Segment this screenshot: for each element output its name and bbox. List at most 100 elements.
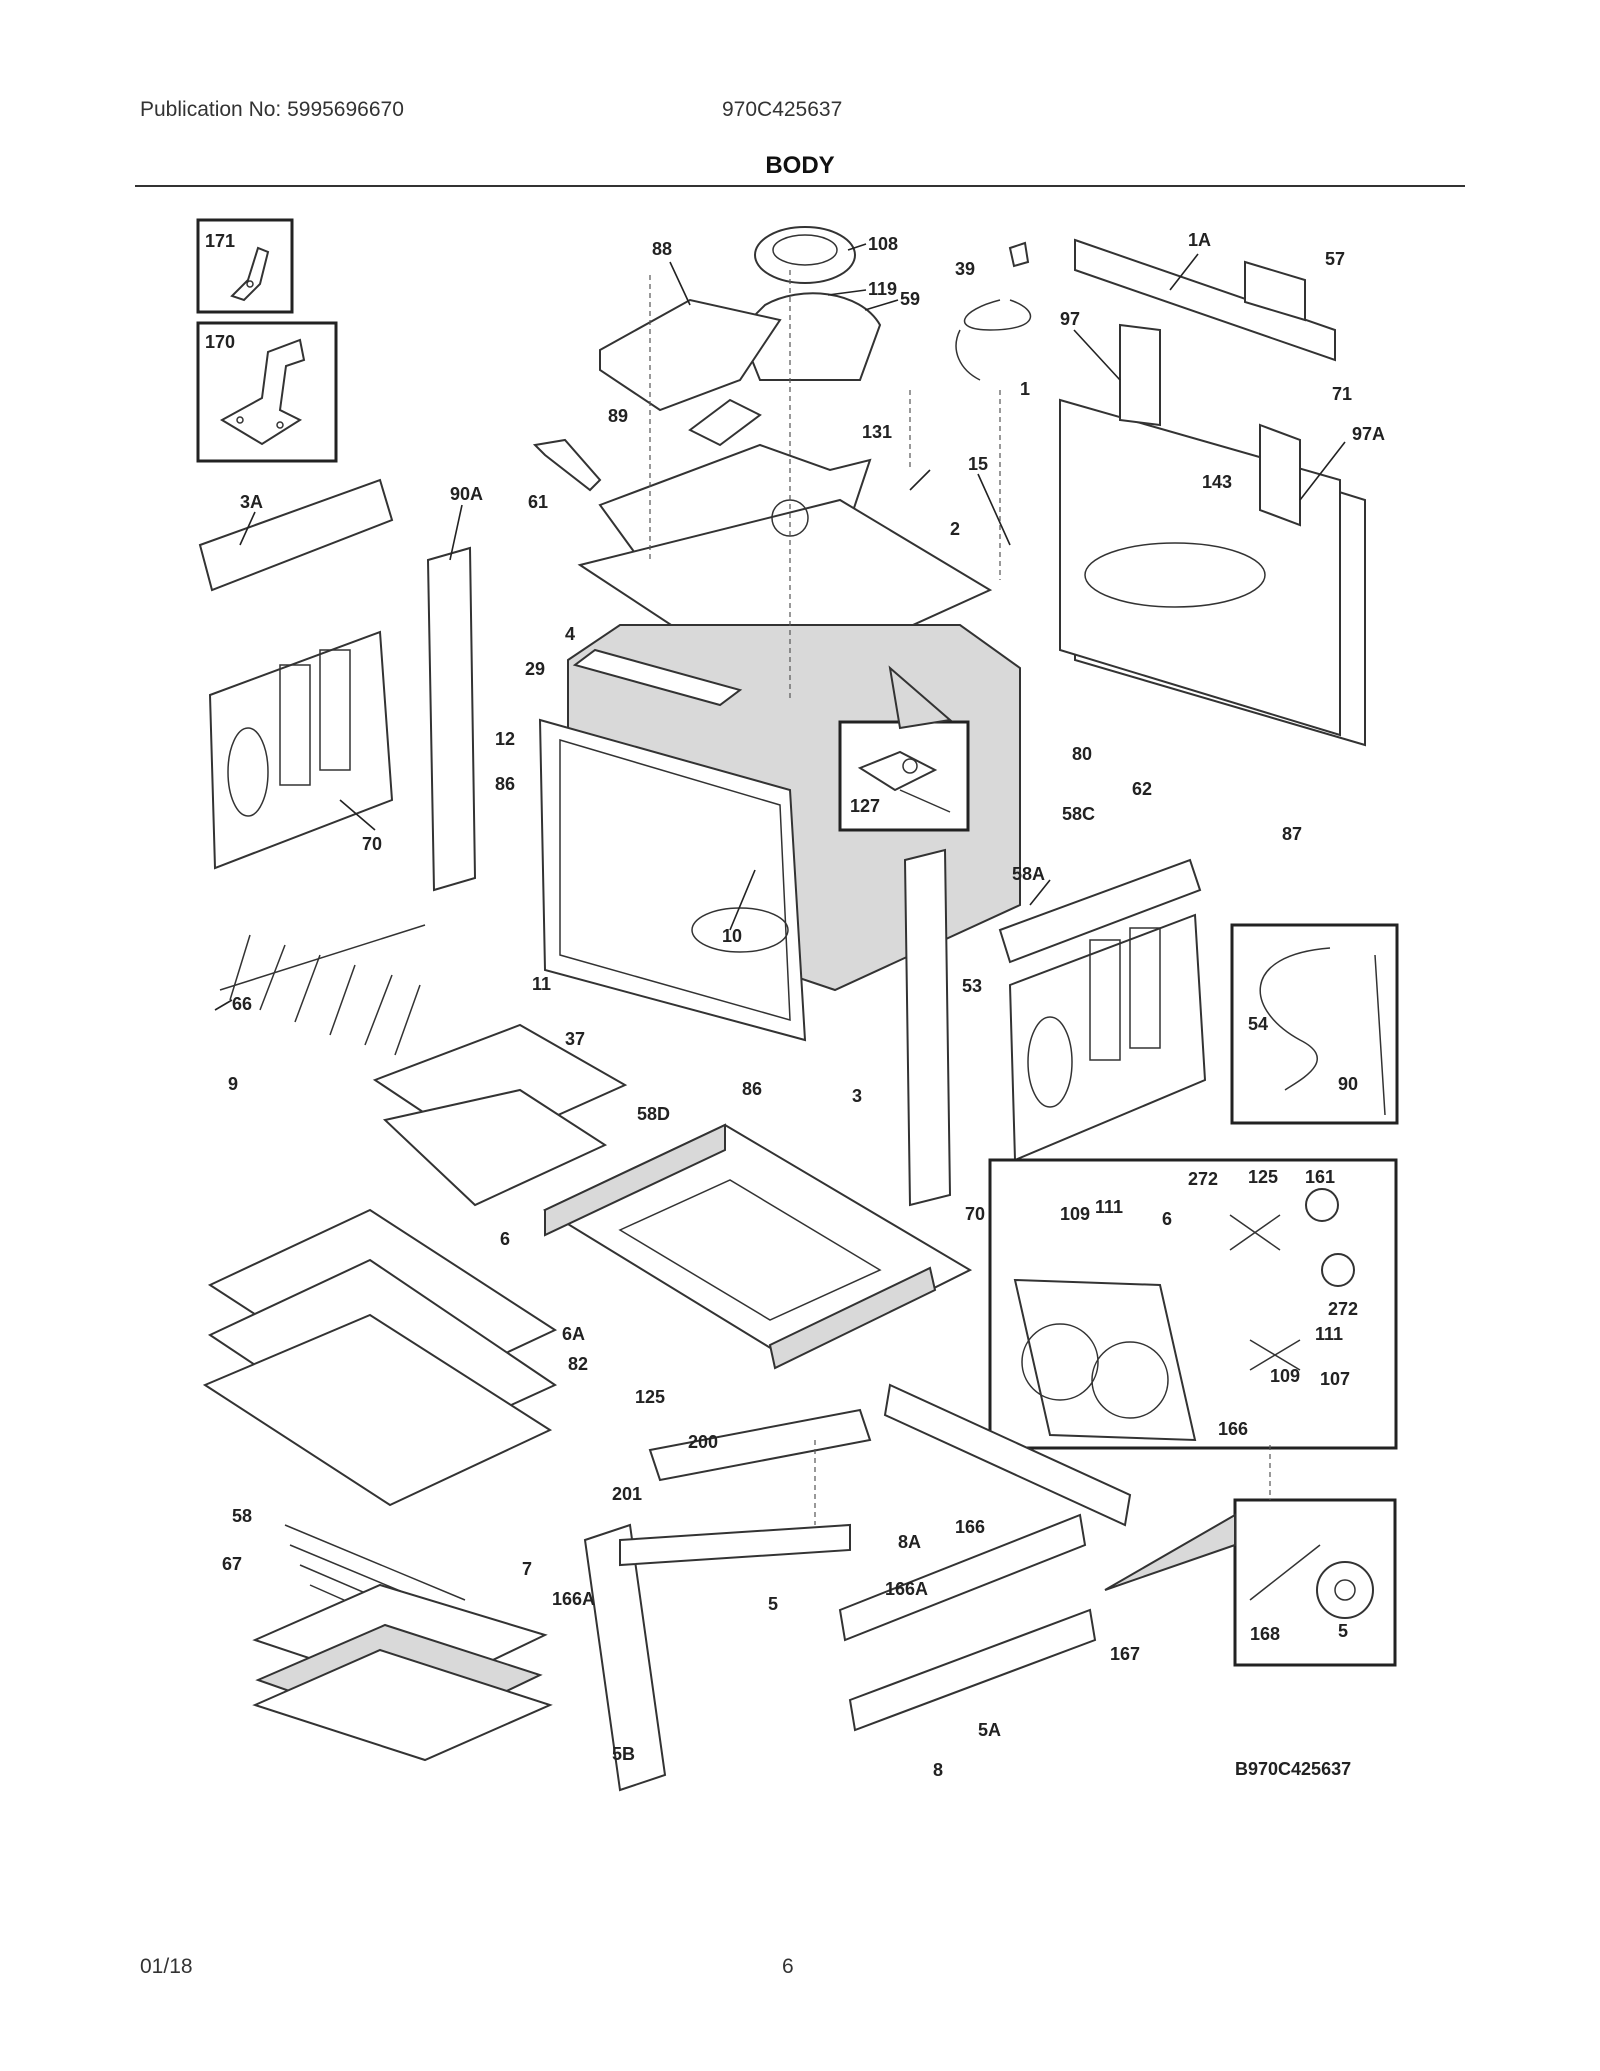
callout-label: 58A xyxy=(1012,864,1045,884)
callout-label: 80 xyxy=(1072,744,1092,764)
callout-label: 67 xyxy=(222,1554,242,1574)
callout-label: 90A xyxy=(450,484,483,504)
callout-label: 1 xyxy=(1020,379,1030,399)
inset-probe-53-54 xyxy=(1230,923,1399,1125)
callout-label: 166A xyxy=(552,1589,595,1609)
callout-label: 70 xyxy=(362,834,382,854)
callout-label: 88 xyxy=(652,239,672,259)
callout-labels: 171 170 88 108 119 59 39 1A 57 97 71 97A… xyxy=(205,230,1385,1780)
header-rule xyxy=(135,185,1465,187)
publication-number: Publication No: 5995696670 xyxy=(140,98,404,121)
callout-label: 1A xyxy=(1188,230,1211,250)
callout-label: 39 xyxy=(955,259,975,279)
callout-label: 125 xyxy=(1248,1167,1278,1187)
frame-58d-82 xyxy=(542,1123,973,1370)
blower-assembly xyxy=(532,226,882,492)
callout-label: 168 xyxy=(1250,1624,1280,1644)
rear-panel xyxy=(1059,238,1366,747)
diagram-code: B970C425637 xyxy=(1235,1759,1351,1779)
footer-page-number: 6 xyxy=(782,1955,794,1978)
right-side-panel xyxy=(903,848,1207,1207)
callout-label: 167 xyxy=(1110,1644,1140,1664)
left-side-panel xyxy=(198,478,477,892)
callout-label: 161 xyxy=(1305,1167,1335,1187)
callout-label: 58C xyxy=(1062,804,1095,824)
model-number: 970C425637 xyxy=(722,98,843,121)
callout-label: 66 xyxy=(232,994,252,1014)
callout-label: 111 xyxy=(1095,1197,1123,1217)
bake-element-assembly xyxy=(252,1524,553,1762)
callout-label: 54 xyxy=(1248,1014,1268,1034)
page-title: BODY xyxy=(765,152,835,179)
inset-convection-fan xyxy=(988,1158,1398,1450)
callout-label: 143 xyxy=(1202,472,1232,492)
callout-label: 62 xyxy=(1132,779,1152,799)
callout-label: 58D xyxy=(637,1104,670,1124)
callout-label: 111 xyxy=(1315,1324,1343,1344)
footer-date: 01/18 xyxy=(140,1955,193,1978)
callout-label: 58 xyxy=(232,1506,252,1526)
callout-label: 201 xyxy=(612,1484,642,1504)
callout-label: 97 xyxy=(1060,309,1080,329)
callout-label: 171 xyxy=(205,231,235,251)
callout-label: 15 xyxy=(968,454,988,474)
inset-bracket-170 xyxy=(196,321,338,463)
callout-label: 9 xyxy=(228,1074,238,1094)
callout-label: 5B xyxy=(612,1744,635,1764)
callout-label: 6A xyxy=(562,1324,585,1344)
callout-label: 86 xyxy=(742,1079,762,1099)
callout-label: 7 xyxy=(522,1559,532,1579)
callout-label: 107 xyxy=(1320,1369,1350,1389)
callout-label: 272 xyxy=(1328,1299,1358,1319)
callout-label: 87 xyxy=(1282,824,1302,844)
assembly-guides xyxy=(649,270,1271,1525)
callout-label: 8 xyxy=(933,1760,943,1780)
callout-label: 109 xyxy=(1270,1366,1300,1386)
callout-label: 200 xyxy=(688,1432,718,1452)
callout-label: 127 xyxy=(850,796,880,816)
callout-label: 108 xyxy=(868,234,898,254)
callout-label: 71 xyxy=(1332,384,1352,404)
drawer-base-assembly xyxy=(583,1383,1132,1792)
callout-label: 3 xyxy=(852,1086,862,1106)
callout-label: 90 xyxy=(1338,1074,1358,1094)
callout-label: 125 xyxy=(635,1387,665,1407)
inset-part-127 xyxy=(838,665,970,832)
callout-label: 272 xyxy=(1188,1169,1218,1189)
callout-label: 29 xyxy=(525,659,545,679)
broil-element-66 xyxy=(219,924,426,1056)
callout-label: 37 xyxy=(565,1029,585,1049)
callout-label: 89 xyxy=(608,406,628,426)
callout-label: 11 xyxy=(532,974,551,994)
inset-roller-167-168 xyxy=(1104,1498,1397,1667)
callout-label: 57 xyxy=(1325,249,1345,269)
callout-label: 5 xyxy=(768,1594,778,1614)
callout-label: 119 xyxy=(868,279,897,299)
callout-label: 97A xyxy=(1352,424,1385,444)
callout-label: 10 xyxy=(722,926,742,946)
callout-label: 3A xyxy=(240,492,263,512)
callout-label: 5A xyxy=(978,1720,1001,1740)
callout-label: 109 xyxy=(1060,1204,1090,1224)
callout-label: 6 xyxy=(1162,1209,1172,1229)
callout-label: 12 xyxy=(495,729,515,749)
callout-label: 53 xyxy=(962,976,982,996)
callout-label: 166A xyxy=(885,1579,928,1599)
callout-label: 166 xyxy=(1218,1419,1248,1439)
callout-label: 61 xyxy=(528,492,548,512)
broil-pan-10-9 xyxy=(372,1023,628,1207)
callout-label: 4 xyxy=(565,624,575,644)
callout-label: 2 xyxy=(950,519,960,539)
top-panel xyxy=(577,443,993,692)
leader-lines xyxy=(214,243,1346,1011)
callout-label: 131 xyxy=(862,422,892,442)
oven-cavity xyxy=(538,624,1021,1042)
callout-label: 86 xyxy=(495,774,515,794)
oven-racks-6 xyxy=(202,1208,558,1507)
callout-label: 8A xyxy=(898,1532,921,1552)
callout-label: 6 xyxy=(500,1229,510,1249)
callout-label: 5 xyxy=(1338,1621,1348,1641)
callout-label: 70 xyxy=(965,1204,985,1224)
callout-label: 170 xyxy=(205,332,235,352)
